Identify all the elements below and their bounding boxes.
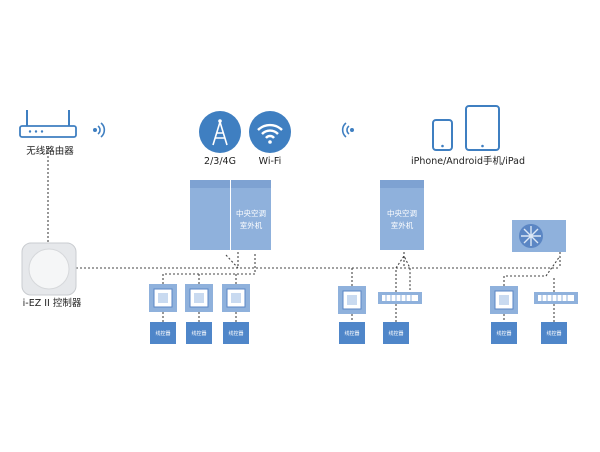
indoor-unit (185, 284, 213, 312)
fan-icon (519, 224, 543, 248)
wired-controller-label: 线控器 (388, 330, 403, 337)
router-label: 无线路由器 (26, 145, 74, 157)
duct-unit (534, 292, 578, 304)
network-label: 2/3/4G (204, 156, 236, 167)
signal-tower-icon (199, 111, 241, 153)
devices-label: iPhone/Android手机/iPad (411, 155, 525, 167)
wired-controller-label: 线控器 (496, 330, 511, 337)
wired-controller (186, 322, 212, 344)
wireless-signal-icon (93, 122, 106, 138)
wired-controller-label: 线控器 (228, 330, 243, 337)
controller-label: i-EZ II 控制器 (23, 297, 82, 309)
wifi-label: Wi-Fi (259, 156, 282, 167)
wired-controller (491, 322, 517, 344)
wifi-icon (249, 111, 291, 153)
tablet-icon (465, 105, 500, 151)
wired-controller-label: 线控器 (191, 330, 206, 337)
outdoor-unit (190, 180, 271, 250)
wireless-signal-icon (341, 122, 354, 138)
phone-icon (432, 119, 453, 151)
indoor-unit (149, 284, 177, 312)
wired-controller (150, 322, 176, 344)
wired-controller (223, 322, 249, 344)
outdoor-unit (380, 180, 424, 250)
wired-controller (339, 322, 365, 344)
outdoor-unit-label: 室外机 (240, 220, 263, 230)
indoor-unit (338, 286, 366, 314)
network-links (47, 148, 561, 322)
wired-controller-label: 线控器 (344, 330, 359, 337)
wired-controller (383, 322, 409, 344)
controller-device (21, 242, 77, 296)
duct-unit (378, 292, 422, 304)
indoor-unit (222, 284, 250, 312)
wired-controller-label: 线控器 (546, 330, 561, 337)
wired-controller (541, 322, 567, 344)
outdoor-unit-label: 室外机 (391, 220, 414, 230)
wired-controller-label: 线控器 (155, 330, 170, 337)
outdoor-unit (512, 220, 566, 252)
indoor-unit (490, 286, 518, 314)
router-icon (19, 110, 77, 138)
outdoor-unit-label: 中央空调 (387, 208, 417, 218)
outdoor-unit-label: 中央空调 (236, 208, 266, 218)
